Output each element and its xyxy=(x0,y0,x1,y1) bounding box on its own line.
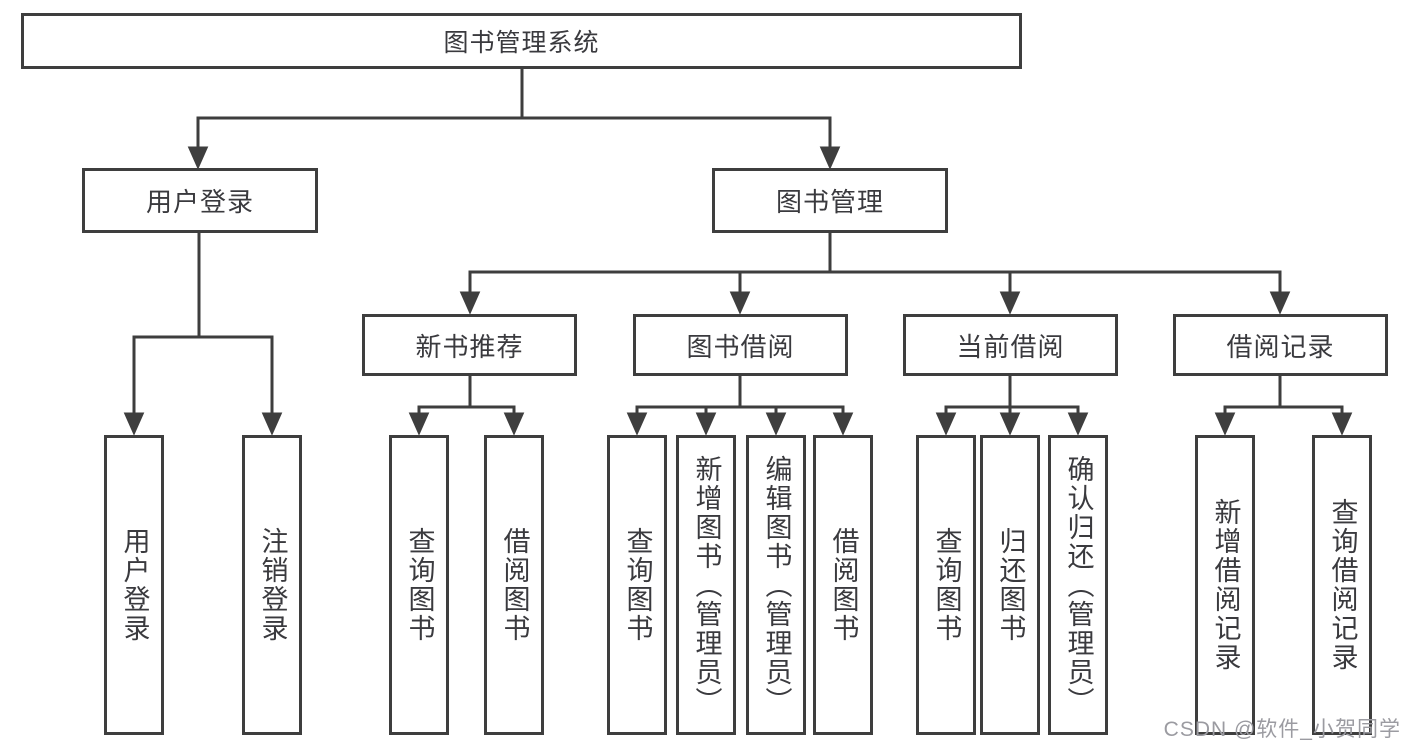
arrow-down-icon xyxy=(261,412,283,436)
node-label: 用户登录 xyxy=(145,187,254,217)
node-label: 确认归还（管理员） xyxy=(1063,454,1094,716)
arrow-down-icon xyxy=(695,412,717,436)
node-label: 查询图书 xyxy=(931,527,962,643)
connector-borrow-record xyxy=(1214,376,1353,436)
node-user-login: 用户登录 xyxy=(82,168,318,233)
node-label: 查询借阅记录 xyxy=(1327,498,1358,672)
node-label: 注销登录 xyxy=(257,527,288,643)
node-book-management: 图书管理 xyxy=(712,168,948,233)
node-label: 当前借阅 xyxy=(956,331,1065,362)
leaf-query-books-borrow: 查询图书 xyxy=(607,435,667,735)
arrow-down-icon xyxy=(1331,412,1353,436)
node-label: 图书借阅 xyxy=(686,331,795,362)
arrow-down-icon xyxy=(626,412,648,436)
leaf-edit-book-admin: 编辑图书（管理员） xyxy=(746,435,806,735)
arrow-down-icon xyxy=(935,412,957,436)
leaf-query-books-current: 查询图书 xyxy=(916,435,976,735)
connector-user-login xyxy=(123,232,283,436)
leaf-query-books-recommend: 查询图书 xyxy=(389,435,449,735)
node-label: 编辑图书（管理员） xyxy=(761,454,792,716)
node-label: 借阅记录 xyxy=(1226,331,1335,362)
arrow-down-icon xyxy=(1269,291,1291,315)
arrow-down-icon xyxy=(729,291,751,315)
arrow-down-icon xyxy=(1067,412,1089,436)
connector-book-management xyxy=(459,232,1291,315)
node-root: 图书管理系统 xyxy=(21,13,1022,69)
arrow-down-icon xyxy=(408,412,430,436)
node-label: 新增图书（管理员） xyxy=(691,454,722,716)
leaf-borrow-books: 借阅图书 xyxy=(813,435,873,735)
node-book-borrowing: 图书借阅 xyxy=(633,314,848,376)
node-label: 查询图书 xyxy=(622,527,653,643)
leaf-user-login: 用户登录 xyxy=(104,435,164,735)
node-label: 图书管理系统 xyxy=(443,29,600,57)
arrow-down-icon xyxy=(999,412,1021,436)
node-label: 图书管理 xyxy=(775,187,884,217)
node-borrowing-records: 借阅记录 xyxy=(1173,314,1388,376)
node-label: 借阅图书 xyxy=(499,527,530,643)
node-label: 新增借阅记录 xyxy=(1210,498,1241,672)
leaf-query-borrow-record: 查询借阅记录 xyxy=(1312,435,1372,735)
watermark: CSDN @软件_小贺同学 xyxy=(1163,718,1401,741)
leaf-add-borrow-record: 新增借阅记录 xyxy=(1195,435,1255,735)
connector-current-borrow xyxy=(935,376,1089,436)
node-new-book-recommendation: 新书推荐 xyxy=(362,314,577,376)
node-label: 归还图书 xyxy=(995,527,1026,643)
node-label: 借阅图书 xyxy=(828,527,859,643)
arrow-down-icon xyxy=(819,146,841,170)
arrow-down-icon xyxy=(187,146,209,170)
leaf-borrow-books-recommend: 借阅图书 xyxy=(484,435,544,735)
connector-book-borrow xyxy=(626,376,854,436)
node-label: 查询图书 xyxy=(404,527,435,643)
leaf-logout: 注销登录 xyxy=(242,435,302,735)
node-label: 用户登录 xyxy=(119,527,150,643)
leaf-confirm-return-admin: 确认归还（管理员） xyxy=(1048,435,1108,735)
arrow-down-icon xyxy=(1214,412,1236,436)
arrow-down-icon xyxy=(459,291,481,315)
arrow-down-icon xyxy=(999,291,1021,315)
node-current-borrowing: 当前借阅 xyxy=(903,314,1118,376)
arrow-down-icon xyxy=(765,412,787,436)
leaf-return-book: 归还图书 xyxy=(980,435,1040,735)
arrow-down-icon xyxy=(123,412,145,436)
connector-root xyxy=(187,68,841,170)
node-label: 新书推荐 xyxy=(415,331,524,362)
arrow-down-icon xyxy=(832,412,854,436)
leaf-add-book-admin: 新增图书（管理员） xyxy=(676,435,736,735)
connector-new-book xyxy=(408,376,525,436)
arrow-down-icon xyxy=(503,412,525,436)
